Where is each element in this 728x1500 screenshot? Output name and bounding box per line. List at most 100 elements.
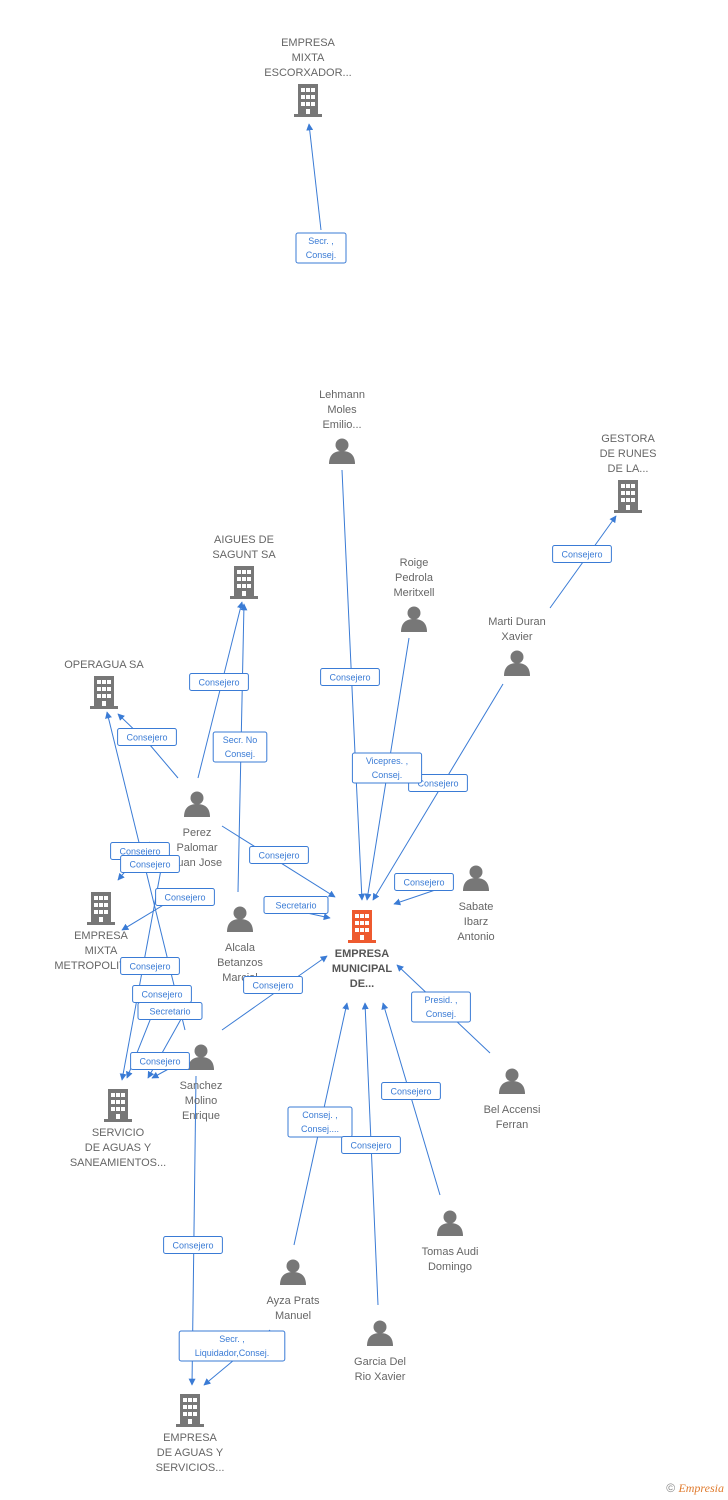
node-main[interactable]: EMPRESAMUNICIPALDE... xyxy=(332,910,393,990)
edge-label[interactable]: Consejero xyxy=(155,888,215,906)
edge-label-box xyxy=(381,1082,441,1100)
person-icon xyxy=(227,906,253,932)
building-icon xyxy=(87,892,115,925)
edge-labels-layer: Secr. ,Consej.ConsejeroConsejeroConsejer… xyxy=(110,232,612,1362)
edge-label-box xyxy=(212,731,268,763)
node-label: MIXTA xyxy=(85,945,118,957)
edge-label[interactable]: Consejero xyxy=(381,1082,441,1100)
edge-label-text: Vicepres. , xyxy=(366,756,408,766)
edge-label-text: Consej. xyxy=(306,250,337,260)
node-label: Tomas Audi xyxy=(422,1246,479,1258)
building-icon xyxy=(230,566,258,599)
edge-label-box xyxy=(137,1002,203,1020)
node-aigues[interactable]: AIGUES DE SAGUNT SA xyxy=(212,534,276,599)
edge-label[interactable]: Consejero xyxy=(249,846,309,864)
edge-label[interactable]: Consejero xyxy=(320,668,380,686)
edge-label-box xyxy=(287,1106,353,1138)
edge-label-text: Consej. xyxy=(225,749,256,759)
person-icon xyxy=(329,438,355,464)
node-label: Garcia Del xyxy=(354,1356,406,1368)
edge-label-text: Consejero xyxy=(403,878,444,888)
edge-label-text: Consejero xyxy=(390,1087,431,1097)
node-label: Domingo xyxy=(428,1261,472,1273)
node-label: GESTORA xyxy=(601,433,655,445)
node-label: AIGUES DE xyxy=(214,534,274,546)
edge-label-text: Consejero xyxy=(119,847,160,857)
node-label: Perez xyxy=(183,827,212,839)
edge-label-box xyxy=(120,957,180,975)
node-operagua[interactable]: OPERAGUA SA xyxy=(64,659,144,709)
node-mixta_escorx[interactable]: EMPRESAMIXTAESCORXADOR... xyxy=(264,37,352,117)
node-label: MIXTA xyxy=(292,52,325,64)
person-icon xyxy=(463,865,489,891)
edge-label-box xyxy=(130,1052,190,1070)
building-icon xyxy=(294,84,322,117)
edge-label[interactable]: Consejero xyxy=(130,1052,190,1070)
node-label: SERVICIO xyxy=(92,1127,145,1139)
edge-label[interactable]: Consej. ,Consej.... xyxy=(287,1106,353,1138)
edge-label[interactable]: Vicepres. , Consej. xyxy=(351,752,423,784)
edge-label-text: Secretario xyxy=(149,1007,190,1017)
node-label: Juan Jose xyxy=(172,857,222,869)
edge-label-box xyxy=(320,668,380,686)
node-label: Molino xyxy=(185,1095,217,1107)
node-label: Enrique xyxy=(182,1110,220,1122)
edge-label-box xyxy=(394,873,454,891)
edge-label[interactable]: Consejero xyxy=(189,673,249,691)
edge-label[interactable]: Consejero xyxy=(552,545,612,563)
node-label: SANEAMIENTOS... xyxy=(70,1157,166,1169)
edge-label[interactable]: Secretario xyxy=(137,1002,203,1020)
node-label: Alcala xyxy=(225,942,256,954)
edge-label-text: Consejero xyxy=(252,981,293,991)
edge-label[interactable]: Consejero xyxy=(120,855,180,873)
edge-label-box xyxy=(155,888,215,906)
edge-label[interactable]: Consejero xyxy=(394,873,454,891)
edge-label-box xyxy=(351,752,423,784)
edge-label-text: Consejero xyxy=(350,1141,391,1151)
node-label: DE AGUAS Y xyxy=(157,1447,224,1459)
node-label: OPERAGUA SA xyxy=(64,659,144,671)
edge-label-text: Consejero xyxy=(141,990,182,1000)
node-label: Ayza Prats xyxy=(267,1295,320,1307)
edge-label-box xyxy=(263,896,329,914)
edge-label[interactable]: Consejero xyxy=(120,957,180,975)
node-label: Bel Accensi xyxy=(484,1104,541,1116)
node-label: SAGUNT SA xyxy=(212,549,276,561)
person-icon xyxy=(401,606,427,632)
edge-label[interactable]: Consejero xyxy=(163,1236,223,1254)
edge-label[interactable]: Consejero xyxy=(243,976,303,994)
node-label: Antonio xyxy=(457,931,494,943)
node-label: Pedrola xyxy=(395,572,434,584)
edge-label[interactable]: Consejero xyxy=(132,985,192,1003)
node-label: Marti Duran xyxy=(488,616,545,628)
edge-label-text: Consejero xyxy=(139,1057,180,1067)
edge-label-box xyxy=(243,976,303,994)
node-label: Rio Xavier xyxy=(355,1371,406,1383)
edge-label[interactable]: Secr. ,Liquidador,Consej. xyxy=(178,1330,286,1362)
node-lehmann[interactable]: LehmannMolesEmilio... xyxy=(319,389,365,464)
edge-label[interactable]: Secretario xyxy=(263,896,329,914)
edge-label[interactable]: Presid. ,Consej. xyxy=(411,991,471,1023)
edge-label[interactable]: Consejero xyxy=(117,728,177,746)
brand-logo-text: Empresia xyxy=(678,1481,724,1495)
edge-label-text: Consejero xyxy=(258,851,299,861)
edge-label[interactable]: Consejero xyxy=(341,1136,401,1154)
edge-label[interactable]: Secr. ,Consej. xyxy=(295,232,347,264)
edge-label-text: Consejero xyxy=(417,779,458,789)
footer-brand: © Empresia xyxy=(666,1481,724,1496)
edge-label-text: Consej. xyxy=(372,770,403,780)
